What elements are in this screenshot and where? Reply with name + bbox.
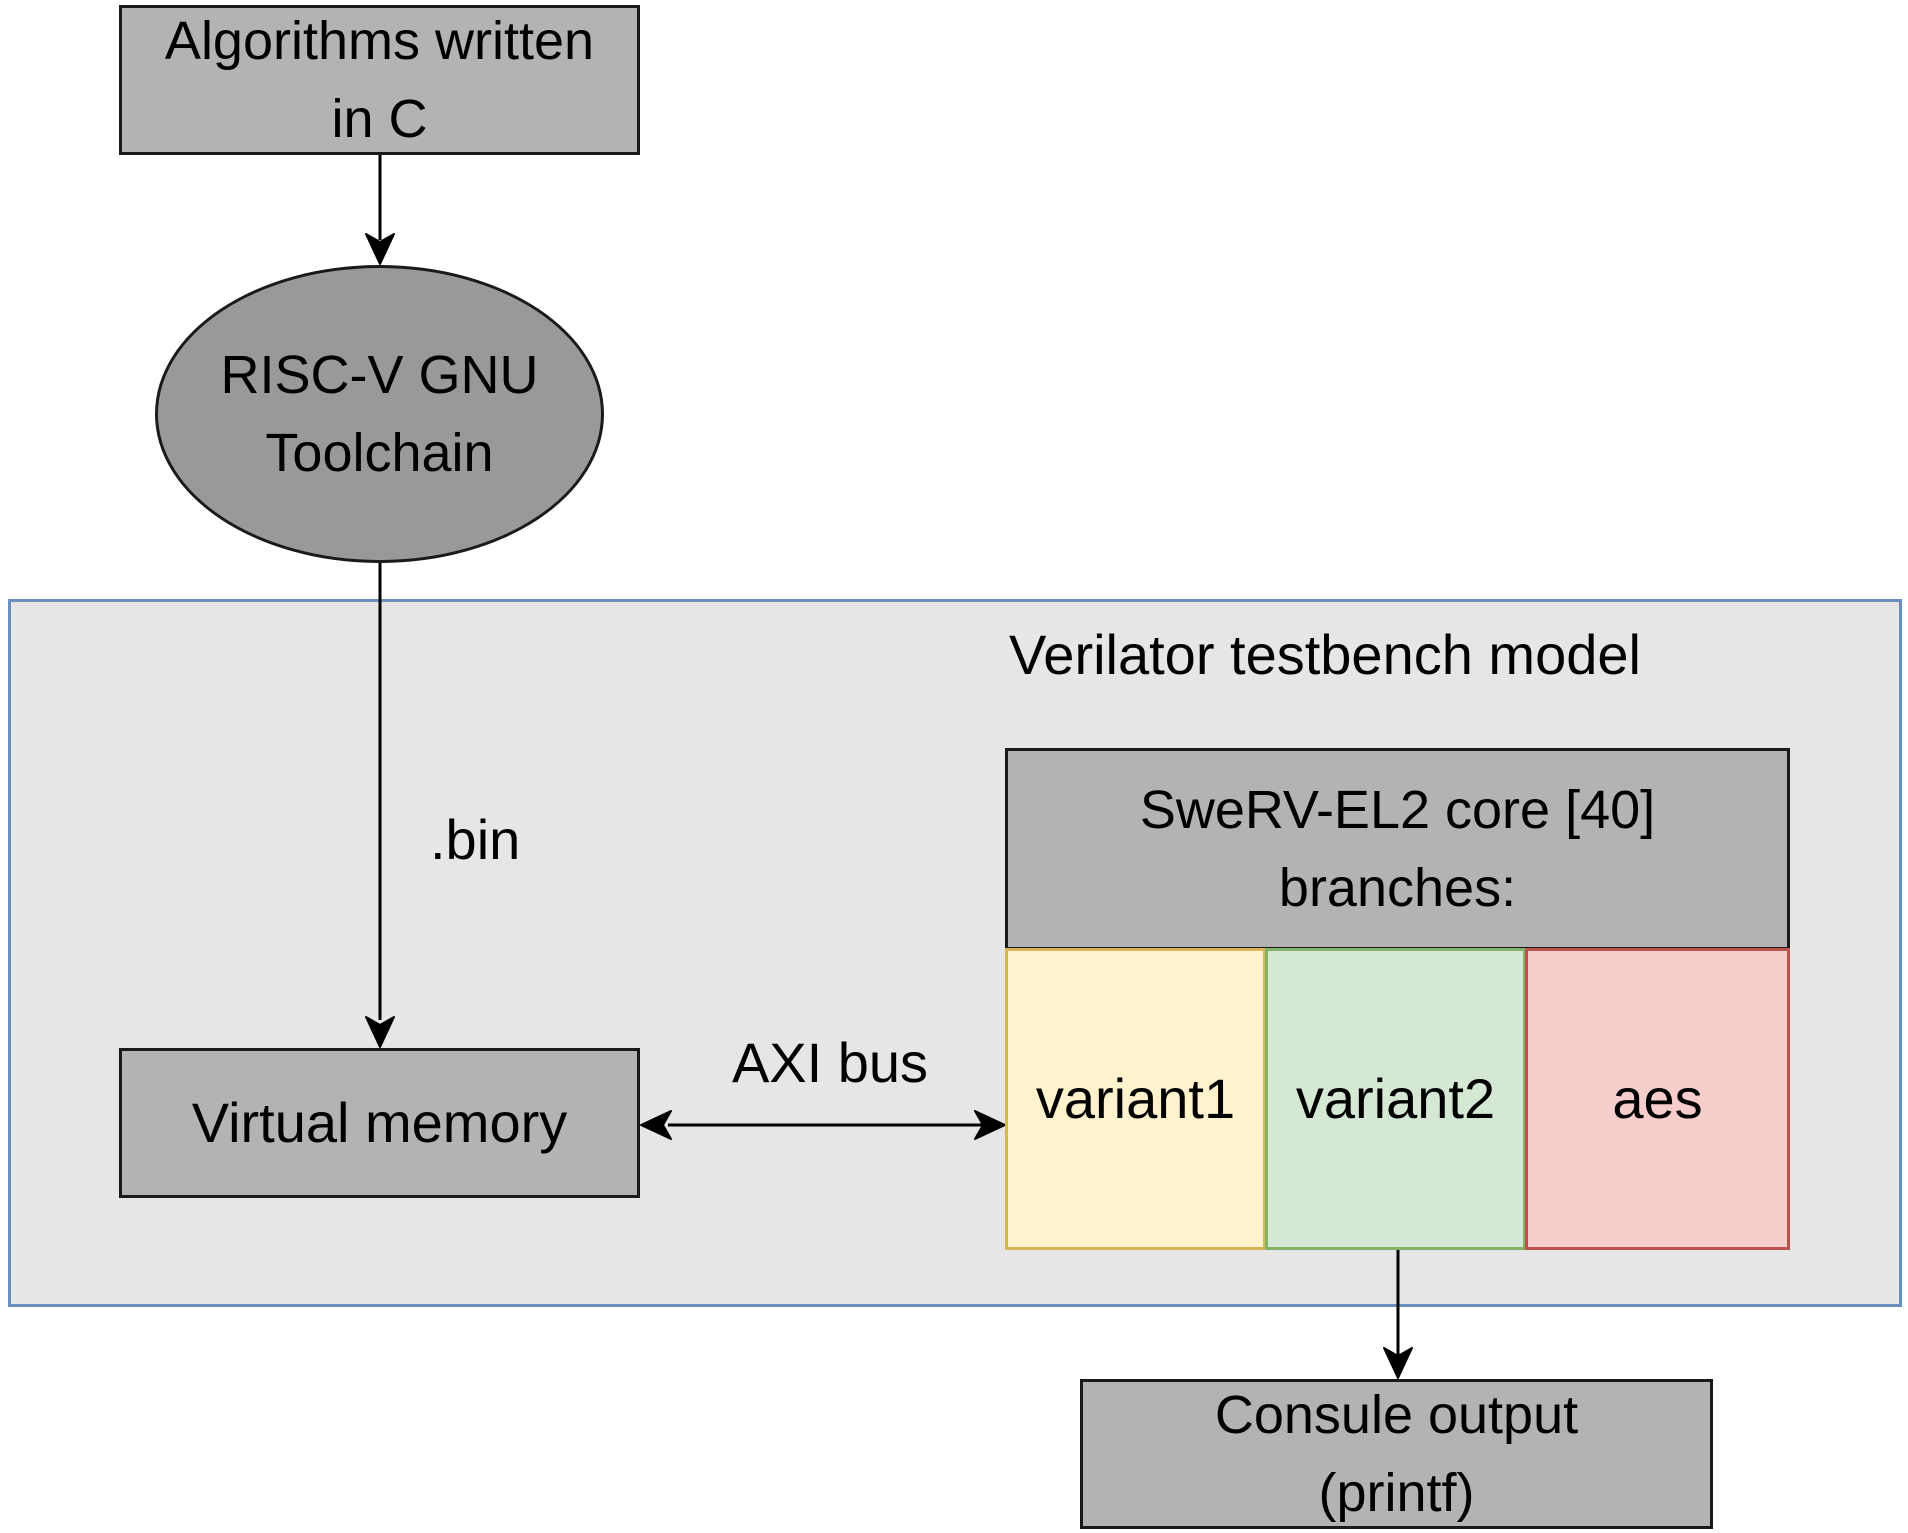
arrowhead-down-console <box>1383 1347 1413 1379</box>
toolchain-label-line2: Toolchain <box>265 423 494 483</box>
virtual-memory-label: Virtual memory <box>191 1091 568 1155</box>
testbench-title: Verilator testbench model <box>1009 623 1641 686</box>
toolchain-label-line1: RISC-V GNU <box>220 344 539 405</box>
algorithms-node: Algorithms written in C <box>119 5 640 155</box>
algorithms-label-line2: in C <box>331 89 428 149</box>
swerv-core-label-line2: branches: <box>1278 858 1517 918</box>
axi-bus-edge-label: AXI bus <box>731 1031 929 1094</box>
arrowhead-down-memory <box>365 1016 395 1048</box>
branch-variant2-label: variant2 <box>1295 1067 1496 1131</box>
console-output-node: Consule output (printf) <box>1080 1379 1713 1529</box>
branch-variant1: variant1 <box>1005 948 1266 1250</box>
algorithms-label-line1: Algorithms written <box>164 10 595 71</box>
branch-variant1-label: variant1 <box>1035 1067 1236 1131</box>
virtual-memory-node: Virtual memory <box>119 1048 640 1198</box>
branch-aes-label: aes <box>1612 1067 1703 1131</box>
swerv-core-label-line1: SweRV-EL2 core [40] <box>1139 779 1656 840</box>
toolchain-node: RISC-V GNU Toolchain <box>155 265 604 563</box>
branch-aes: aes <box>1525 948 1790 1250</box>
swerv-core-node: SweRV-EL2 core [40] branches: <box>1005 748 1790 950</box>
branch-variant2: variant2 <box>1265 948 1526 1250</box>
console-label-line1: Consule output <box>1214 1384 1579 1445</box>
arrowhead-right-core <box>974 1110 1006 1140</box>
console-label-line2: (printf) <box>1318 1463 1475 1523</box>
bin-edge-label: .bin <box>430 808 521 871</box>
arrowhead-left-memory <box>640 1110 672 1140</box>
arrowhead-down-toolchain <box>365 233 395 265</box>
